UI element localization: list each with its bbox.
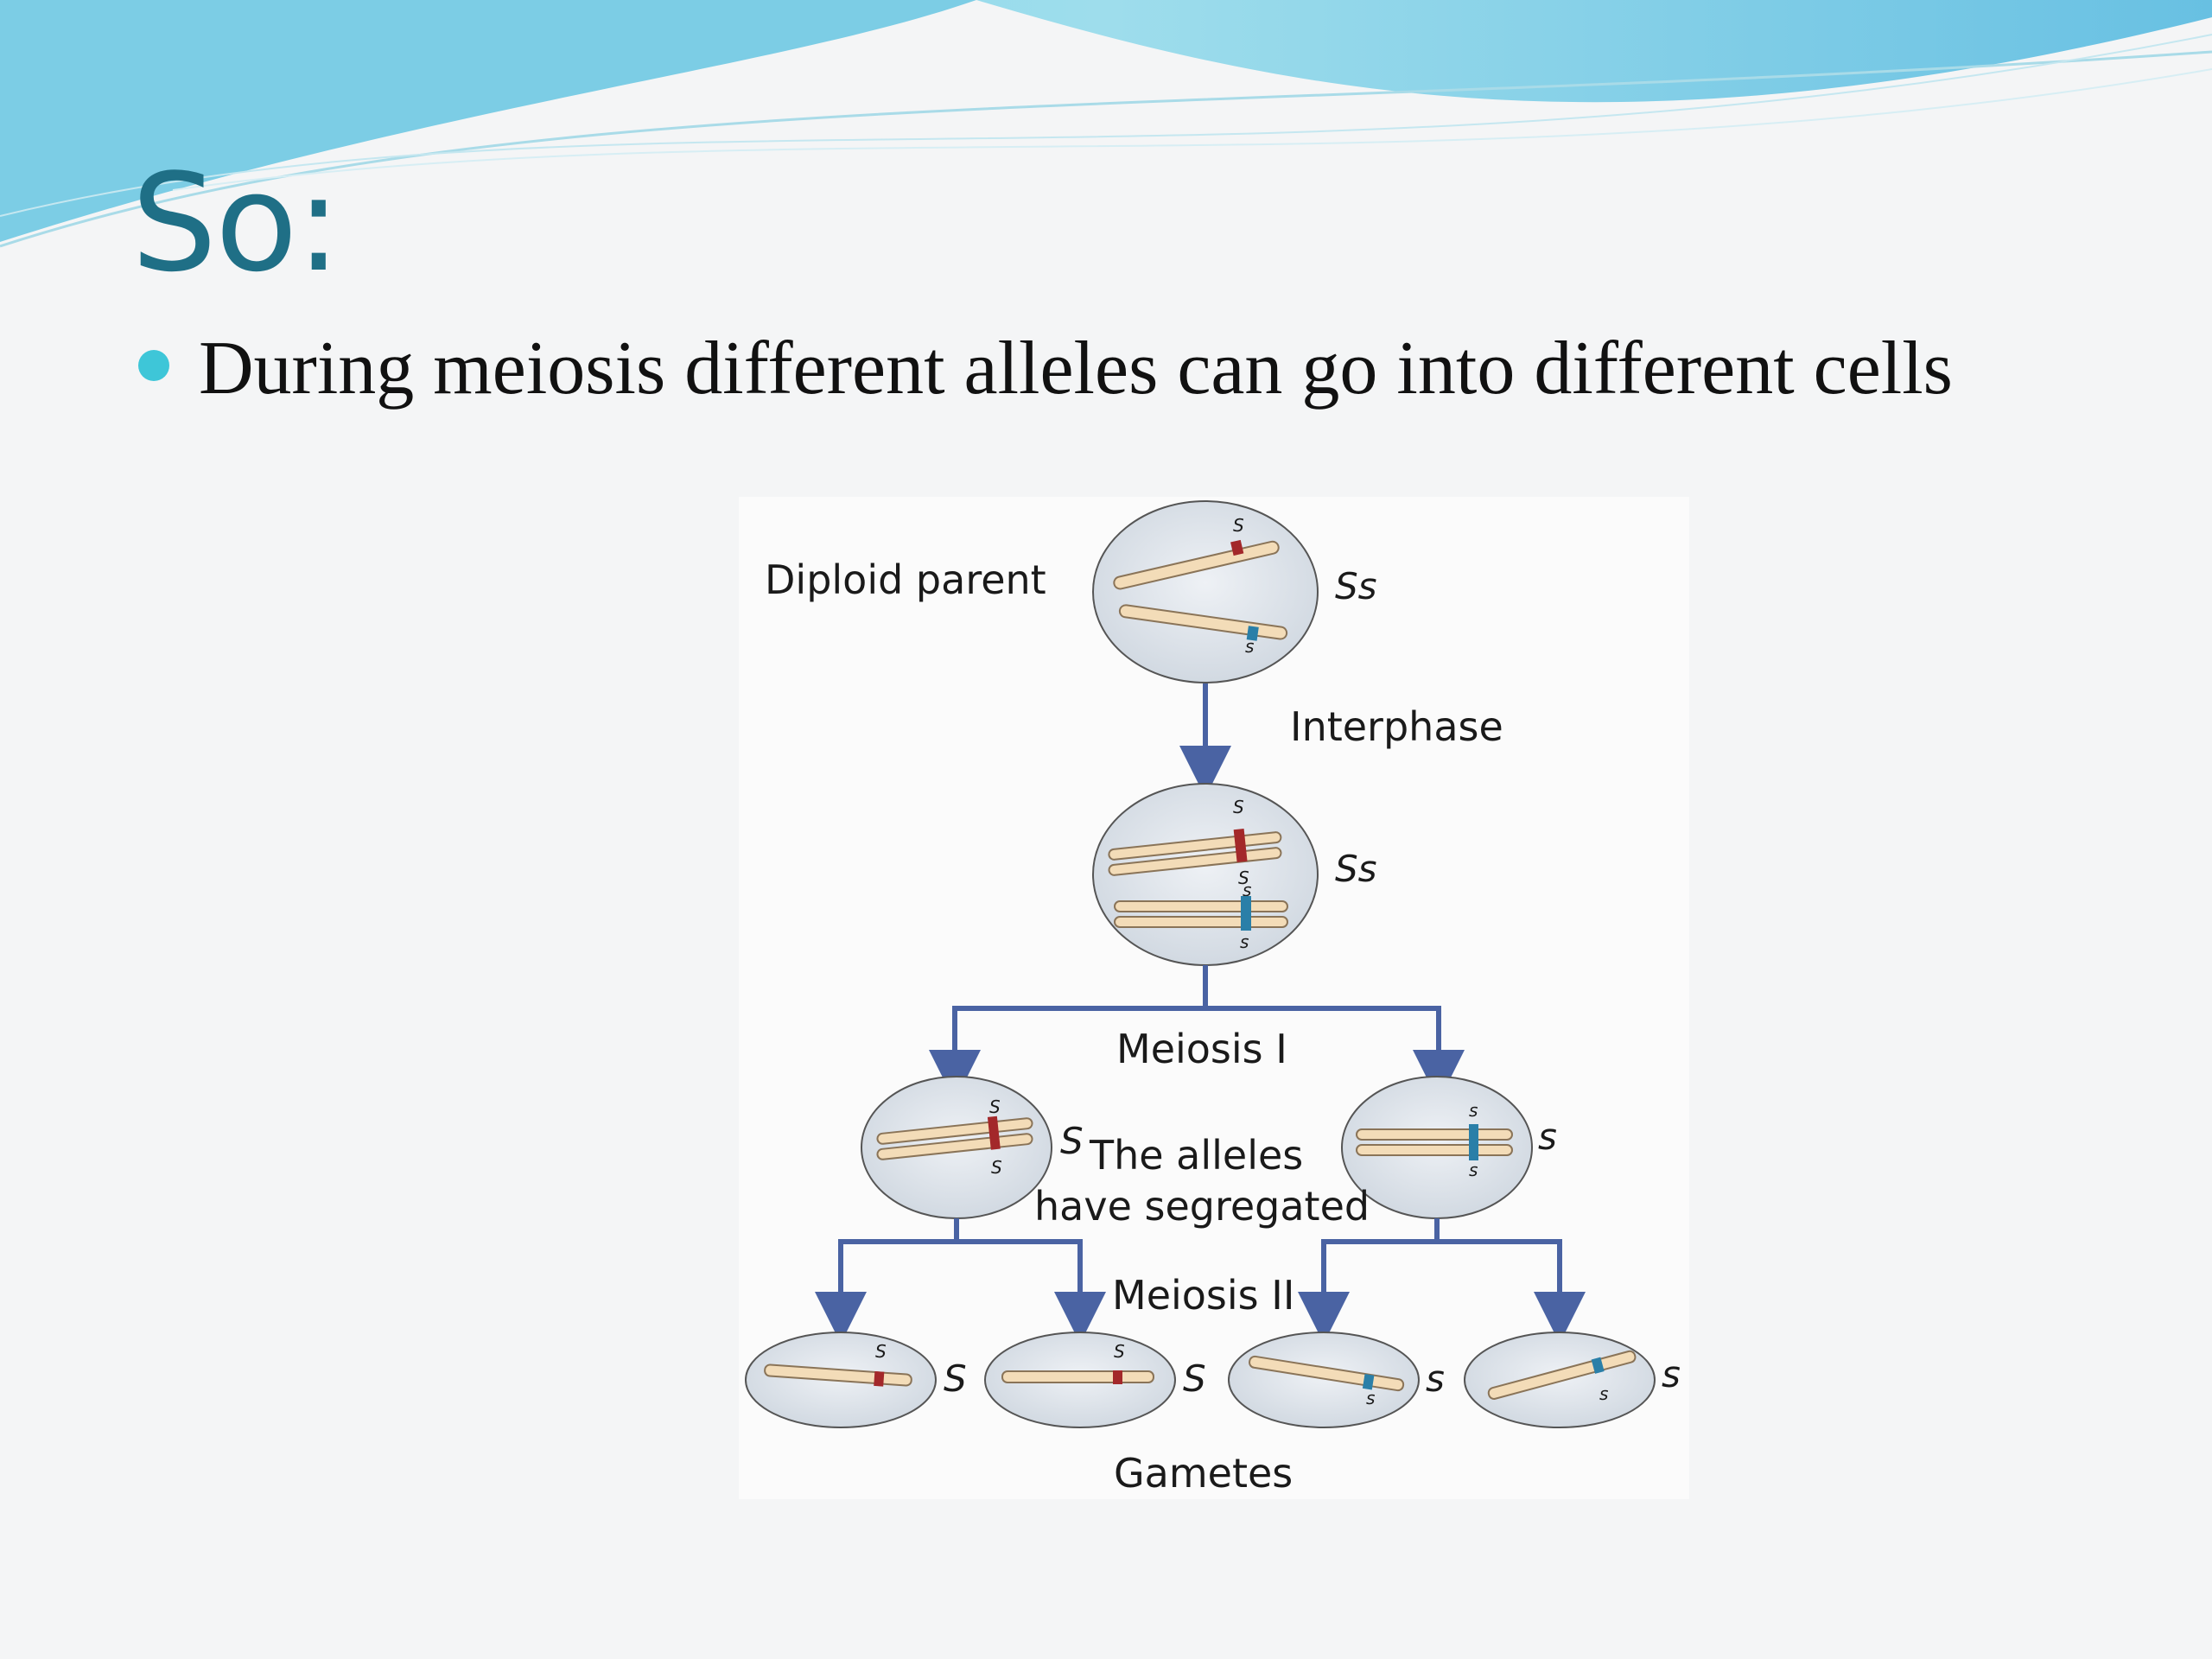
meiosis-diagram: S s Diploid parent Ss Interphase S S s s… <box>739 497 1689 1499</box>
gametes-label: Gametes <box>1114 1450 1293 1497</box>
allele-label-S: S <box>1114 1341 1125 1362</box>
gamete-1: S <box>745 1332 937 1428</box>
allele-label-s: s <box>1469 1100 1478 1121</box>
gamete-2-allele: S <box>1183 1357 1206 1400</box>
interphase-label: Interphase <box>1290 703 1503 750</box>
allele-label-S: S <box>1233 797 1244 817</box>
allele-label-s: s <box>1366 1388 1375 1408</box>
segregation-note-line1: The alleles <box>1089 1132 1303 1179</box>
allele-label-S: S <box>1233 515 1244 536</box>
allele-label-s: s <box>1245 636 1254 657</box>
gamete-4: s <box>1464 1332 1656 1428</box>
allele-label-s: s <box>1243 880 1251 900</box>
meiosis1-label: Meiosis I <box>1116 1026 1287 1072</box>
bullet-text: During meiosis different alleles can go … <box>199 327 1953 410</box>
gamete-1-allele: S <box>944 1357 967 1400</box>
wave-line <box>0 34 2212 217</box>
slide-title: So: <box>131 144 341 302</box>
replicated-chromosome-s <box>1114 896 1288 931</box>
allele-label-S: S <box>875 1341 887 1362</box>
allele-label-s: s <box>1599 1383 1608 1404</box>
allele-label-s: s <box>1469 1160 1478 1180</box>
gamete-3: s <box>1228 1332 1420 1428</box>
wave-line <box>172 68 2212 191</box>
genotype-parent: Ss <box>1335 565 1377 607</box>
allele-label-S: S <box>991 1157 1002 1178</box>
diploid-parent-label: Diploid parent <box>765 556 1046 603</box>
wave-band <box>0 0 2212 103</box>
wave-line <box>0 50 2212 248</box>
daughter-right-allele: s <box>1538 1116 1557 1158</box>
replicated-chromosome-S <box>1108 828 1282 876</box>
gamete-2: S <box>984 1332 1176 1428</box>
daughter-left-allele: S <box>1060 1120 1084 1162</box>
allele-label-S: S <box>989 1096 1001 1117</box>
gamete-4-allele: s <box>1662 1353 1681 1395</box>
gamete-3-allele: s <box>1426 1357 1445 1400</box>
background-waves <box>0 0 2212 248</box>
meiosis2-label: Meiosis II <box>1112 1272 1294 1319</box>
chromosome-S <box>1113 539 1280 590</box>
allele-label-S: S <box>1238 868 1249 888</box>
segregation-note-line2: have segregated <box>1034 1183 1370 1230</box>
diploid-parent-cell <box>1092 500 1319 683</box>
genotype-interphase: Ss <box>1335 848 1377 890</box>
chromosome-s <box>1118 604 1288 641</box>
allele-label-s: s <box>1240 931 1249 952</box>
bullet-dot-icon <box>138 350 169 381</box>
wave-band-left <box>0 0 976 242</box>
